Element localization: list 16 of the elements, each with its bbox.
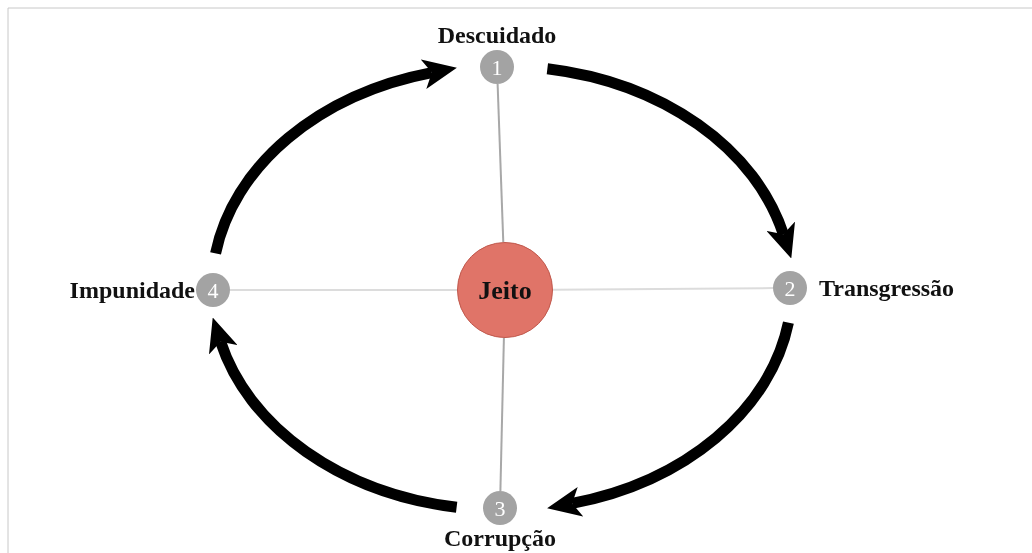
step-number: 3 bbox=[494, 494, 506, 523]
curved-arrow bbox=[546, 63, 794, 258]
connector-line bbox=[552, 287, 774, 291]
step-number: 1 bbox=[491, 53, 503, 82]
step-number: 4 bbox=[207, 276, 219, 305]
step-label: Impunidade bbox=[69, 278, 195, 302]
curved-arrow bbox=[210, 318, 458, 513]
connector-line bbox=[499, 337, 505, 492]
connector-line bbox=[496, 83, 505, 244]
connector-line bbox=[229, 289, 458, 291]
step-label: Corrupção bbox=[444, 526, 556, 550]
curved-arrow bbox=[547, 321, 794, 516]
step-label: Transgressão bbox=[819, 276, 955, 300]
center-label: Jeito bbox=[478, 274, 532, 307]
curved-arrow bbox=[210, 60, 457, 255]
step-number: 2 bbox=[784, 274, 796, 303]
